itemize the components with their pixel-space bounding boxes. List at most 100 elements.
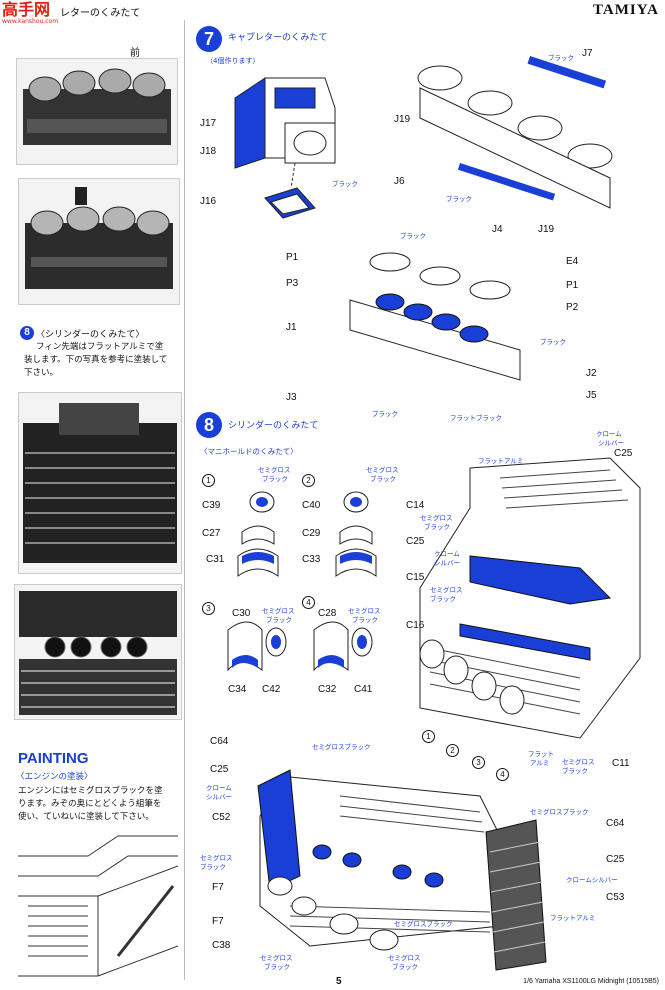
part-label-c32: C32 [318,684,337,695]
carburetor-photo-rear [18,178,180,305]
left-step8-badge: 8 [20,326,34,340]
color-label-semigloss-2: セミグロス [366,466,399,474]
painting-text-1: エンジンにはセミグロスブラックを塗 [18,786,163,796]
part-label-e4: E4 [566,256,579,267]
color-label-semigloss-10: セミグロス [388,954,421,962]
color-label-semigloss-9: セミグロス [260,954,293,962]
manifold-3-diagram [227,621,287,672]
color-label-semigloss-4: セミグロス [348,607,381,615]
color-label-semigloss-1: セミグロス [258,466,291,474]
part-label-c41: C41 [354,684,373,695]
color-label-black-3: ブラック [446,195,472,203]
part-label-j5: J5 [586,390,597,401]
page-number: 5 [336,976,342,987]
part-label-c29: C29 [302,528,321,539]
cylinder-head-cover-diagram [485,819,547,971]
color-label-flat-aluminum-2: フラット [528,750,554,758]
step7-note: （4個作ります） [206,57,260,65]
part-label-c25-b: C25 [406,536,425,547]
site-logo-url: www.kanshou.com [2,18,59,25]
model-footer: 1/6 Yamaha XS1100LG Midnight (10515B5) [523,978,659,985]
site-logo: 高手网 www.kanshou.com [2,2,64,32]
manifold-4-diagram [313,621,373,672]
part-label-c34: C34 [228,684,247,695]
color-label-semigloss-10b: ブラック [392,963,418,971]
part-label-c28: C28 [318,608,337,619]
column-divider [184,20,185,980]
painting-title: PAINTING [18,750,89,767]
color-label-semigloss-5: セミグロス [420,514,453,522]
color-label-black-5: ブラック [540,338,566,346]
photo-front-label: 前 [130,48,140,59]
part-label-j4: J4 [492,224,503,235]
part-label-p2: P2 [566,302,579,313]
color-label-semigloss-4b: ブラック [352,616,378,624]
site-logo-text: 高手网 [2,0,51,19]
cylinder-photo-2 [14,584,182,720]
painting-text-2: ります。みぞの奥にとどくよう組筆を [18,799,162,809]
painting-subtitle: 〈エンジンの塗装〉 [16,772,93,782]
carburetor-exploded-diagram [234,77,336,219]
engine-final-assembly-diagram [257,769,501,951]
painting-text-3: 使い、ていねいに塗装して下さい。 [18,812,154,822]
manifold-position-2: 2 [446,744,459,757]
color-label-semigloss-7b: ブラック [562,767,588,775]
manifold-number-4: 4 [302,596,315,609]
color-label-semigloss-2b: ブラック [370,475,396,483]
color-label-black-1: ブラック [332,180,358,188]
part-label-c25-d: C25 [606,854,625,865]
color-label-chrome-silver-2: クローム [434,550,460,558]
manifold-1-diagram [237,491,279,577]
color-label-semigloss-black-2: セミグロスブラック [530,808,589,816]
left-step8-text-3: 下さい。 [24,368,59,378]
color-label-flat-black: フラットブラック [450,414,502,422]
part-label-c14: C14 [406,500,425,511]
part-label-j1: J1 [286,322,297,333]
color-label-flat-aluminum-1: フラットアルミ [478,457,524,465]
color-label-semigloss-5b: ブラック [424,523,450,531]
part-label-c40: C40 [302,500,321,511]
left-step8-text-2: 装します。下の写真を参考に塗装して [24,355,168,365]
brand-logo: TAMIYA [592,2,659,18]
part-label-j18: J18 [200,146,217,157]
color-label-semigloss-6b: ブラック [430,595,456,603]
color-label-semigloss-1b: ブラック [262,475,288,483]
part-label-j2: J2 [586,368,597,379]
part-label-c64-a: C64 [210,736,229,747]
part-label-c64-b: C64 [606,818,625,829]
carburetor-bank-diagram [417,56,613,209]
manifold-number-2: 2 [302,474,315,487]
color-label-semigloss-black-3: セミグロスブラック [394,920,453,928]
color-label-semigloss-8b: ブラック [200,863,226,871]
part-label-j6: J6 [394,176,405,187]
part-label-c15: C15 [406,572,425,583]
left-step8-title: 〈シリンダーのくみたて〉 [36,330,145,340]
color-label-semigloss-8: セミグロス [200,854,233,862]
part-label-c25-c: C25 [210,764,229,775]
part-label-j17: J17 [200,118,217,129]
part-label-c53: C53 [606,892,625,903]
part-label-c39: C39 [202,500,221,511]
part-label-j7: J7 [582,48,593,59]
carburetor-photo-front [16,58,178,165]
part-label-p3: P3 [286,278,299,289]
part-label-c16: C16 [406,620,425,631]
color-label-chrome-silver-1b: シルバー [598,439,624,447]
part-label-c42: C42 [262,684,281,695]
color-label-chrome-silver-3b: シルバー [206,793,232,801]
part-label-j19-b: J19 [538,224,555,235]
part-label-c25-a: C25 [614,448,633,459]
color-label-flat-aluminum-3: フラットアルミ [550,914,596,922]
part-label-c27: C27 [202,528,221,539]
painting-brush-illustration [8,826,180,986]
manifold-position-3: 3 [472,756,485,769]
color-label-semigloss-9b: ブラック [264,963,290,971]
step7-title: キャブレターのくみたて [228,33,328,43]
part-label-j3: J3 [286,392,297,403]
color-label-chrome-silver-2b: シルバー [434,559,460,567]
color-label-semigloss-3b: ブラック [266,616,292,624]
step8-badge: 8 [196,412,222,438]
manifold-number-3: 3 [202,602,215,615]
color-label-chrome-silver-4: クロームシルバー [566,876,618,884]
manifold-position-4: 4 [496,768,509,781]
